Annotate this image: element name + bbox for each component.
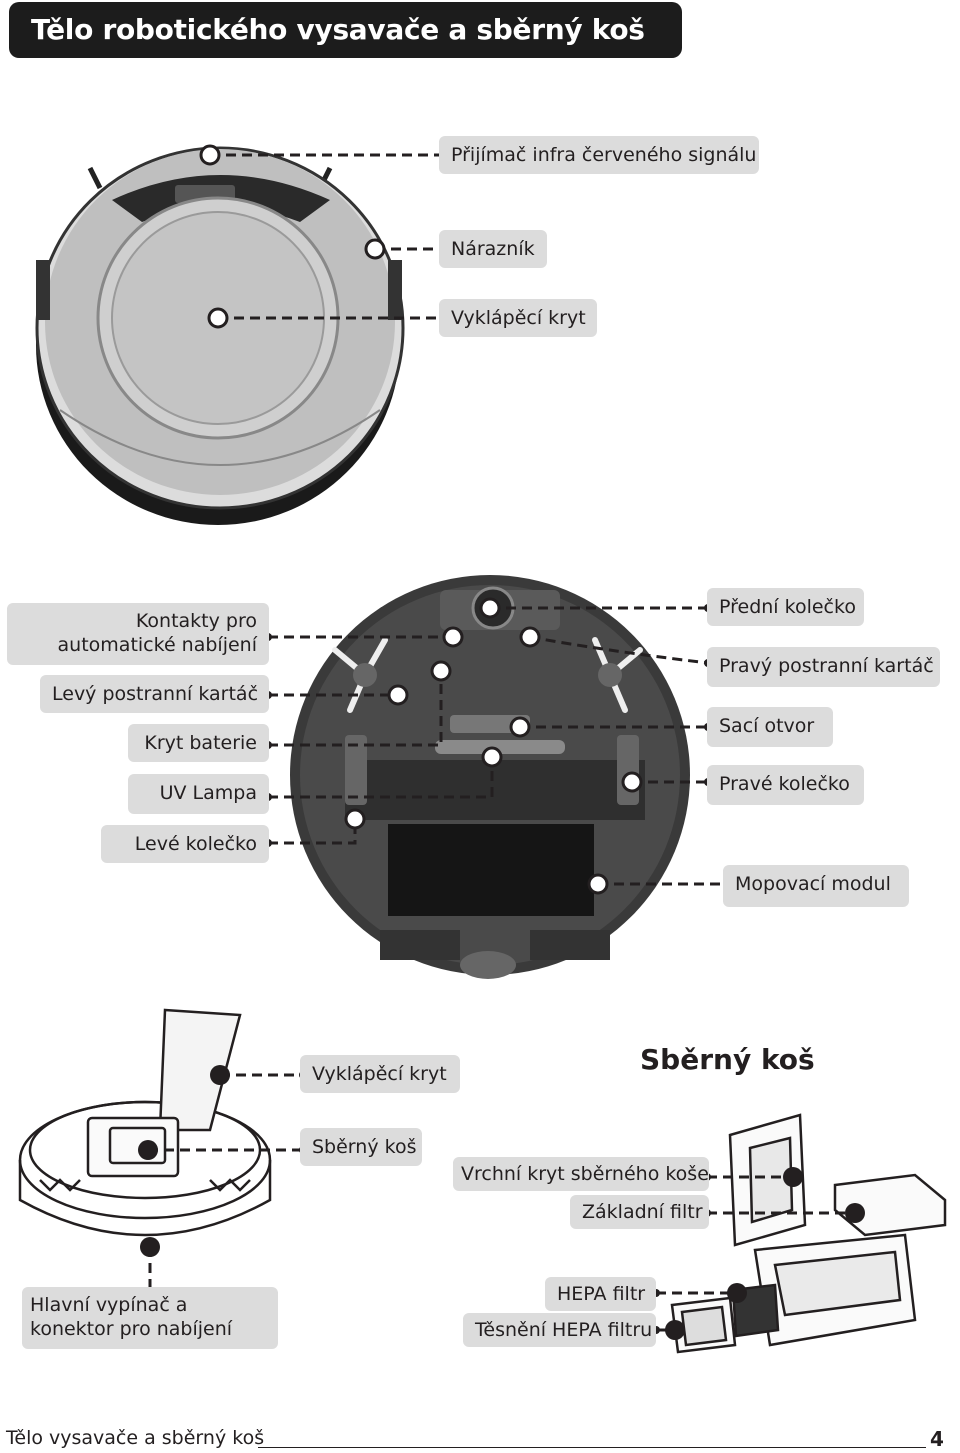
label-front-wheel: Přední kolečko: [707, 588, 864, 626]
label-bumper: Nárazník: [439, 230, 547, 268]
robot-bottom-view-illustration: [290, 575, 690, 979]
robot-open-lid-illustration: [18, 1008, 272, 1237]
footer-divider: [258, 1447, 926, 1448]
label-right-side-brush: Pravý postranní kartáč: [707, 647, 940, 687]
label-left-wheel: Levé kolečko: [101, 825, 269, 863]
section-title-dust-bin: Sběrný koš: [640, 1043, 815, 1076]
label-uv-lamp: UV Lampa: [128, 774, 269, 814]
label-basic-filter: Základní filtr: [570, 1195, 709, 1229]
footer-text: Tělo vysavače a sběrný koš: [6, 1427, 265, 1449]
label-flip-cover-top: Vyklápěcí kryt: [439, 299, 597, 337]
dust-bin-exploded-illustration: [670, 1113, 947, 1354]
label-mop-module: Mopovací modul: [723, 865, 909, 907]
label-flip-cover-open: Vyklápěcí kryt: [300, 1055, 460, 1093]
label-main-switch: Hlavní vypínač a konektor pro nabíjení: [22, 1287, 278, 1349]
label-right-wheel: Pravé kolečko: [707, 765, 864, 805]
label-ir-receiver: Přijímač infra červeného signálu: [439, 136, 759, 174]
label-hepa-seal: Těsnění HEPA filtru: [463, 1313, 656, 1347]
label-suction-opening: Sací otvor: [707, 707, 833, 747]
page-title: Tělo robotického vysavače a sběrný koš: [9, 2, 682, 58]
label-bin-top-cover: Vrchní kryt sběrného koše: [453, 1157, 709, 1191]
label-charging-contacts: Kontakty pro automatické nabíjení: [7, 603, 269, 665]
label-hepa-filter: HEPA filtr: [545, 1277, 656, 1311]
label-dust-bin: Sběrný koš: [300, 1128, 422, 1166]
page-number: 4: [930, 1427, 944, 1451]
label-left-side-brush: Levý postranní kartáč: [40, 675, 269, 713]
label-battery-cover: Kryt baterie: [128, 724, 269, 762]
robot-top-view-illustration: [35, 146, 405, 525]
